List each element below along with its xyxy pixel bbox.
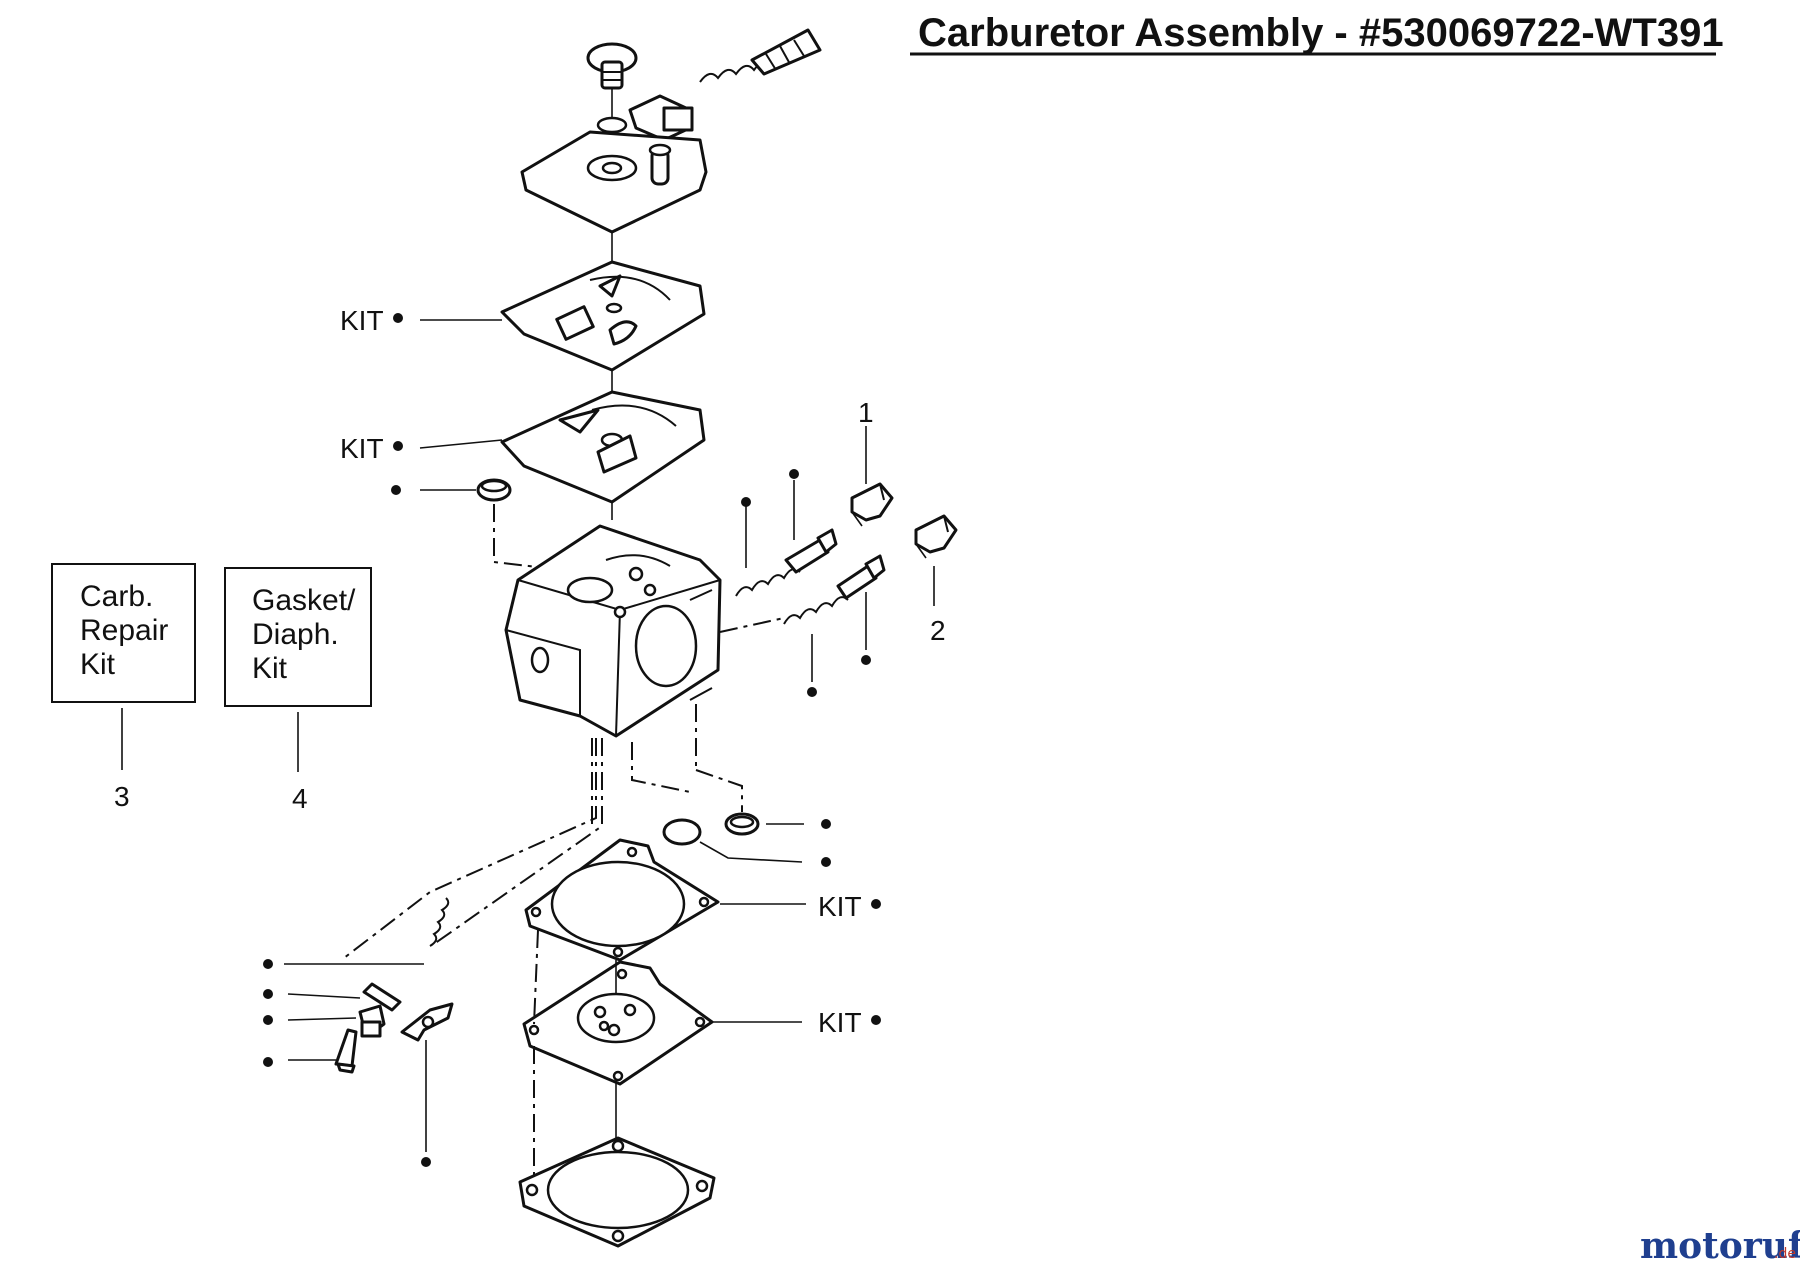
part-bullet: [263, 1015, 273, 1025]
metering-diaphragm: [500, 390, 706, 504]
svg-text:Repair: Repair: [80, 614, 168, 647]
part-bullet: [263, 1057, 273, 1067]
diagram-title: Carburetor Assembly - #530069722-WT391: [918, 11, 1724, 55]
watermark-name: motoruf: [1640, 1225, 1800, 1267]
low-speed-spring: [783, 596, 849, 625]
svg-text:Diaph.: Diaph.: [252, 618, 339, 651]
svg-text:Carb.: Carb.: [80, 580, 153, 613]
svg-text:Kit: Kit: [80, 648, 116, 681]
kit-bullet: [871, 899, 881, 909]
kit-label: KIT: [818, 891, 862, 922]
watermark-logo: motoruf .de: [1640, 1225, 1800, 1267]
kit-bullet: [871, 1015, 881, 1025]
lever-pin: [362, 982, 402, 1012]
part-bullet: [263, 989, 273, 999]
high-speed-needle: [784, 528, 838, 574]
kit-label: KIT: [340, 305, 384, 336]
high-speed-spring: [735, 568, 801, 597]
ref-number-1: 1: [858, 397, 874, 428]
pump-cover: [518, 1136, 716, 1248]
low-speed-needle: [836, 554, 886, 600]
part-bullet: [861, 655, 871, 665]
part-bullet: [421, 1157, 431, 1167]
part-bullet: [821, 857, 831, 867]
limiter-cap-1: [850, 482, 894, 527]
pump-diaphragm: [522, 960, 714, 1086]
part-bullet: [821, 819, 831, 829]
gasket-diaph-kit-box: Gasket/ Diaph. Kit: [224, 567, 372, 772]
metering-cover: [520, 130, 708, 234]
inlet-lever: [400, 1002, 454, 1042]
part-bullet: [789, 469, 799, 479]
idle-screw: [586, 42, 638, 90]
ref-number-4: 4: [292, 783, 308, 814]
limiter-cap-2: [914, 514, 958, 559]
ref-number-3: 3: [114, 781, 130, 812]
check-valve-screen: [724, 812, 760, 836]
part-bullet: [391, 485, 401, 495]
throttle-lever: [628, 94, 694, 142]
svg-text:Kit: Kit: [252, 652, 288, 685]
lever-screw: [358, 1004, 386, 1038]
pump-gasket: [524, 838, 720, 962]
watermark-suffix: .de: [1774, 1246, 1796, 1262]
part-bullet: [807, 687, 817, 697]
part-bullet: [263, 959, 273, 969]
lever-spring: [429, 897, 450, 947]
kit-label: KIT: [340, 433, 384, 464]
ref-number-2: 2: [930, 615, 946, 646]
kit-bullet: [393, 313, 403, 323]
kit-label: KIT: [818, 1007, 862, 1038]
part-bullet: [741, 497, 751, 507]
welch-plug: [662, 818, 702, 846]
carb-repair-kit-box: Carb. Repair Kit: [51, 563, 196, 770]
svg-text:Gasket/: Gasket/: [252, 584, 356, 617]
needle-screw: [750, 28, 822, 76]
inlet-screen: [476, 478, 512, 502]
kit-bullet: [393, 441, 403, 451]
inlet-needle: [334, 1028, 358, 1074]
metering-gasket: [500, 260, 706, 372]
carburetor-body: [504, 524, 722, 738]
